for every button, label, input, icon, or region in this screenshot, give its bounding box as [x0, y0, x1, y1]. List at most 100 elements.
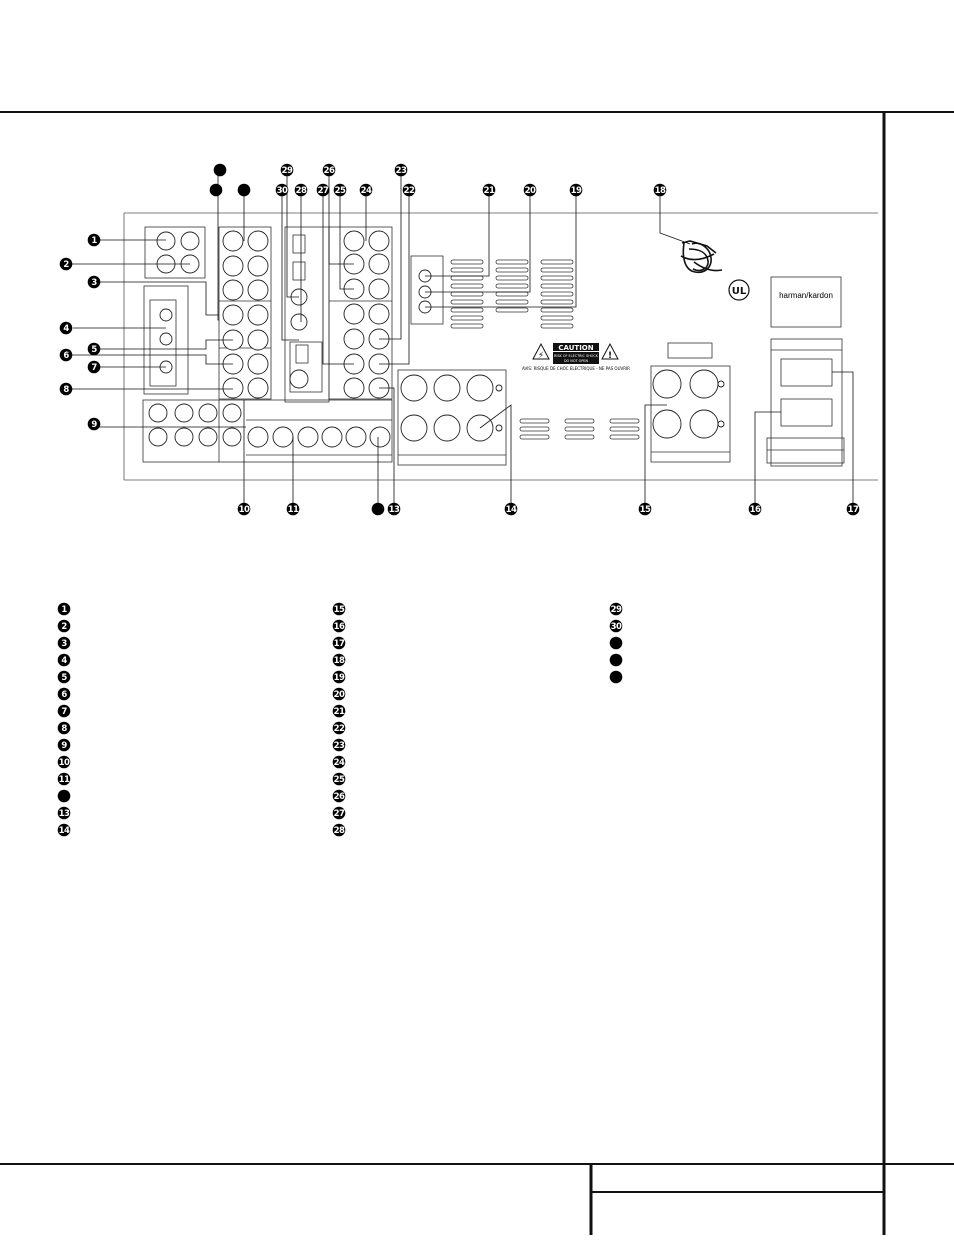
jack	[148, 403, 168, 423]
jack	[433, 374, 461, 402]
callout-number: 25	[334, 775, 345, 785]
vent-slot	[450, 267, 484, 273]
jack	[198, 403, 218, 423]
callout-badge	[59, 321, 73, 335]
callout-number: 23	[334, 741, 345, 751]
vent-slot	[450, 315, 484, 321]
jack	[297, 426, 319, 448]
ul-label: UL	[732, 286, 747, 297]
jack	[689, 409, 719, 439]
callout-number: 9	[61, 741, 67, 751]
callout-badge	[402, 183, 416, 197]
vent-slot	[519, 418, 550, 424]
jack	[652, 409, 682, 439]
jack	[290, 313, 308, 331]
jack	[247, 255, 269, 277]
jack	[222, 304, 244, 326]
callout-number: 11	[59, 775, 70, 785]
callout-number: 29	[282, 166, 293, 176]
jack	[198, 427, 218, 447]
jack	[717, 380, 725, 388]
callout-number: 18	[655, 186, 666, 196]
callout-badge	[333, 183, 347, 197]
caution-line-2: DO NOT OPEN	[564, 359, 589, 363]
callout-11: 11	[286, 502, 300, 516]
callout-dot-12	[371, 502, 385, 516]
callout-number: 21	[334, 707, 345, 717]
callout-badge	[609, 602, 623, 616]
callout-number: 8	[63, 385, 69, 395]
brand-logo: harman/kardon	[779, 291, 833, 300]
legend-item-24: 24	[332, 755, 346, 769]
callout-number: 13	[389, 505, 400, 515]
legend-item-18: 18	[332, 653, 346, 667]
legend-item-15: 15	[332, 602, 346, 616]
callout-number: 10	[59, 758, 70, 768]
jack	[343, 230, 365, 252]
callout-number: 5	[91, 345, 97, 355]
callout-badge	[332, 755, 346, 769]
callout-badge	[57, 704, 71, 718]
callout-dot-33	[237, 183, 251, 197]
callout-number: 21	[484, 186, 495, 196]
legend-item-16: 16	[332, 619, 346, 633]
jack	[717, 420, 725, 428]
callout-number: 24	[334, 758, 345, 768]
callout-number: 4	[63, 324, 69, 334]
callout-badge	[332, 704, 346, 718]
callout-badge	[59, 348, 73, 362]
jack	[400, 374, 428, 402]
legend-item-21: 21	[332, 704, 346, 718]
callout-22: 22	[402, 183, 416, 197]
callout-dot-32	[209, 183, 223, 197]
callout-number: 28	[296, 186, 307, 196]
callout-badge	[653, 183, 667, 197]
jack	[466, 374, 494, 402]
legend: 1234567891011131415161718192021222324252…	[57, 602, 623, 837]
legend-item-13: 13	[57, 806, 71, 820]
leader-line	[479, 404, 512, 509]
jack	[222, 230, 244, 252]
vent-slot	[540, 275, 574, 281]
callout-number: 1	[61, 605, 67, 615]
callout-badge	[57, 823, 71, 837]
callout-badge	[387, 502, 401, 516]
legend-item-22: 22	[332, 721, 346, 735]
vent-slot	[495, 267, 529, 273]
vent-slot	[564, 418, 595, 424]
jack	[343, 377, 365, 399]
legend-dot-31	[609, 636, 623, 650]
leader-line	[286, 173, 299, 298]
callout-badge	[332, 670, 346, 684]
callout-number: 9	[91, 420, 97, 430]
callout-badge	[87, 233, 101, 247]
callout-15: 15	[638, 502, 652, 516]
leader-line	[339, 194, 354, 290]
callout-6: 6	[59, 348, 73, 362]
callout-number: 13	[59, 809, 70, 819]
callout-number: 15	[640, 505, 651, 515]
callout-number: 14	[506, 505, 517, 515]
legend-item-7: 7	[57, 704, 71, 718]
callout-badge	[57, 619, 71, 633]
leader-line	[425, 194, 531, 293]
legend-item-25: 25	[332, 772, 346, 786]
callout-number: 5	[61, 673, 67, 683]
connector-blocks	[142, 226, 845, 467]
callout-number: 3	[91, 278, 97, 288]
callout-leaders	[71, 173, 854, 509]
callout-5: 5	[87, 342, 101, 356]
legend-item-3: 3	[57, 636, 71, 650]
callout-badge	[57, 653, 71, 667]
callout-8: 8	[59, 382, 73, 396]
jack	[289, 369, 309, 389]
jack	[174, 403, 194, 423]
jack	[247, 230, 269, 252]
jack	[247, 377, 269, 399]
callout-badge	[332, 721, 346, 735]
vent-slot	[540, 307, 574, 313]
vent-slot	[450, 259, 484, 265]
callout-badge	[87, 417, 101, 431]
callout-number: 17	[848, 505, 859, 515]
